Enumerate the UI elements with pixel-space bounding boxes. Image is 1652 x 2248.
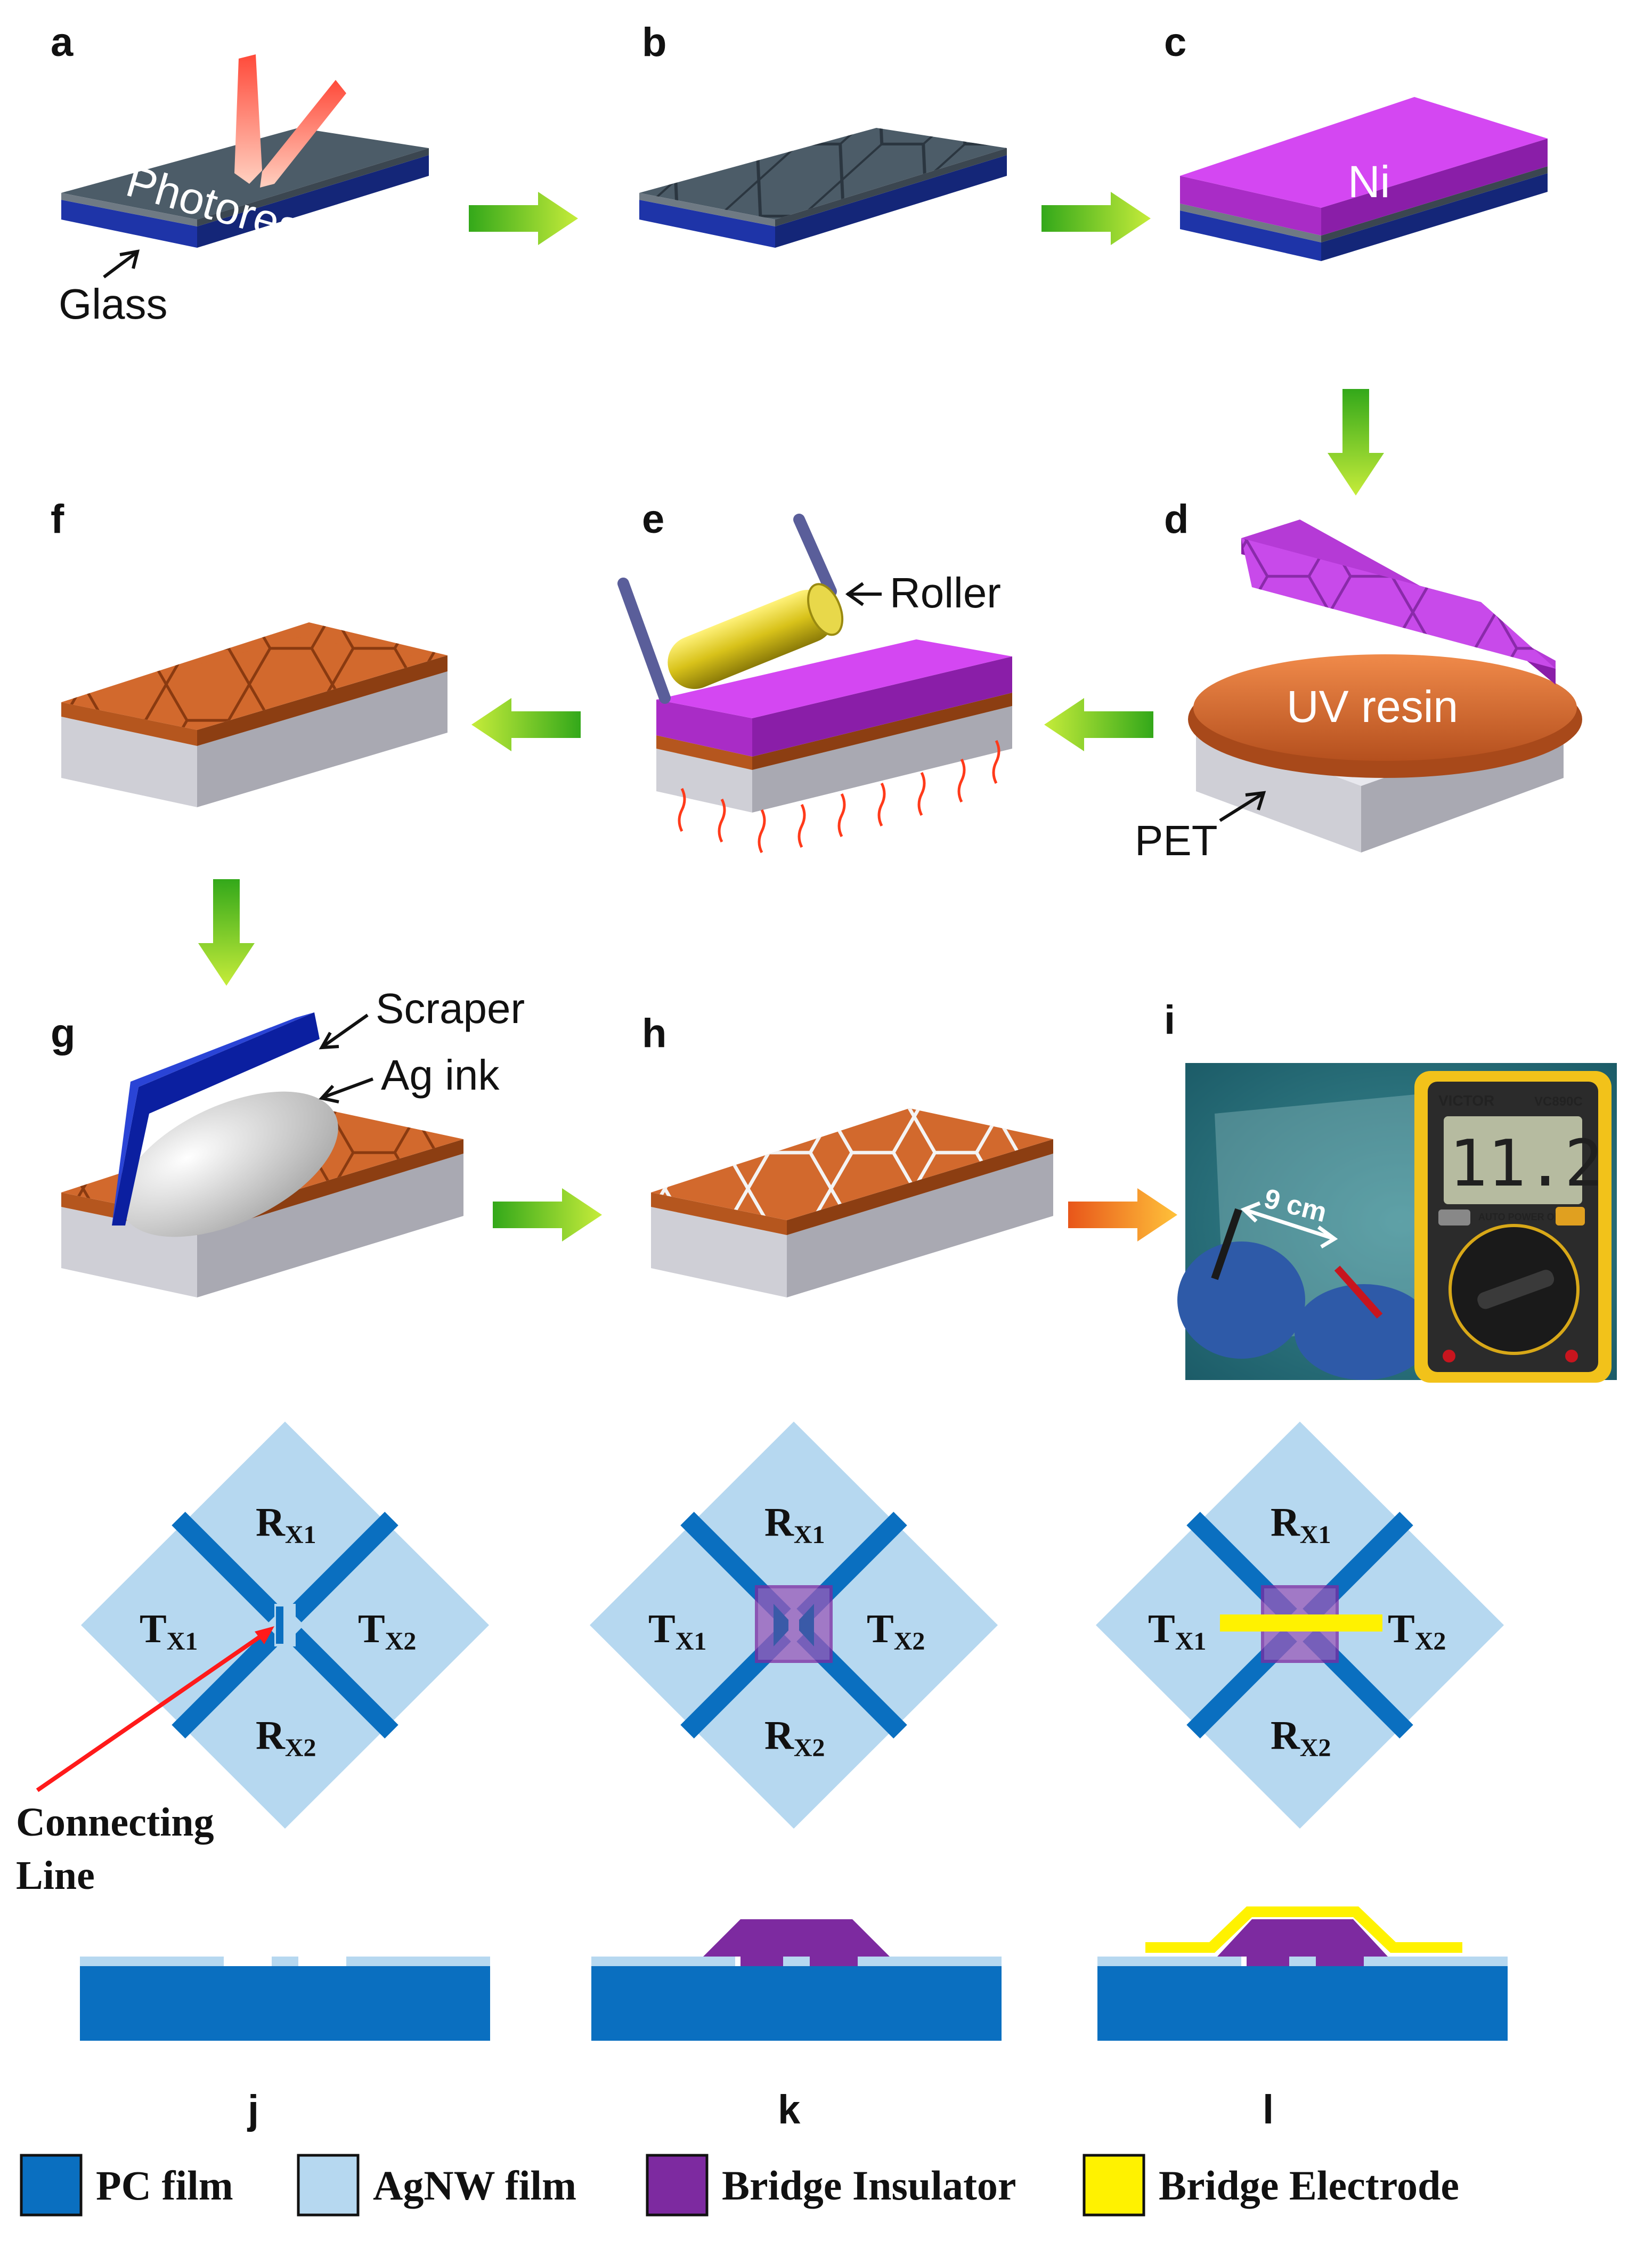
legend-label: Bridge Insulator (722, 2162, 1016, 2209)
svg-text:TX1: TX1 (140, 1606, 198, 1655)
panel-h-silver-filled-mesh (651, 1108, 1053, 1297)
electrode-labels-k: RX1 TX1 TX2 RX2 (648, 1500, 925, 1762)
svg-text:TX1: TX1 (648, 1606, 706, 1655)
legend-label: PC film (96, 2162, 233, 2209)
multimeter-power-label: AUTO POWER OFF (1478, 1212, 1566, 1222)
panel-label-f: f (51, 497, 64, 542)
svg-text:RX2: RX2 (1271, 1713, 1331, 1762)
connecting-line-label-1: Connecting (16, 1800, 214, 1845)
panel-label-j: j (247, 2087, 259, 2132)
panel-label-a: a (51, 20, 74, 65)
panel-a-photoresist-exposure: Photoresist Glass (59, 54, 429, 328)
panel-g-ag-ink-scraping: Scraper Ag ink (61, 985, 525, 1297)
cross-section-l (1097, 1906, 1508, 2041)
pet-label: PET (1135, 817, 1218, 864)
panel-label-h: h (642, 1011, 666, 1056)
process-arrow-icon (493, 1188, 602, 1241)
panel-label-d: d (1164, 497, 1189, 542)
legend-label: Bridge Electrode (1159, 2162, 1459, 2209)
light-ray-icon (260, 80, 346, 188)
cross-section-k (591, 1919, 1002, 2041)
panel-l-electrode-layout (1096, 1422, 1504, 1829)
multimeter-model: VC890C (1534, 1094, 1583, 1109)
legend-swatch (20, 2154, 83, 2217)
light-ray-icon (234, 54, 262, 184)
svg-text:TX2: TX2 (1388, 1606, 1446, 1655)
uv-resin-label: UV resin (1287, 681, 1458, 732)
ag-ink-label: Ag ink (381, 1051, 500, 1099)
multimeter-brand: VICTOR (1438, 1092, 1494, 1109)
svg-text:TX1: TX1 (1148, 1606, 1206, 1655)
bridge-insulator (755, 1585, 833, 1663)
panel-e-roller-press-uv-cure: Roller (617, 514, 1012, 854)
electrode-labels-l: RX1 TX1 TX2 RX2 (1148, 1500, 1446, 1762)
svg-text:RX1: RX1 (764, 1500, 825, 1549)
svg-text:RX2: RX2 (256, 1713, 316, 1762)
roller-label: Roller (890, 569, 1001, 616)
legend-swatch (646, 2154, 709, 2217)
panel-j-electrode-layout (36, 1422, 489, 1829)
panel-label-c: c (1164, 20, 1186, 65)
panel-label-b: b (642, 20, 666, 65)
panel-d-uv-resin-imprint: UV resin PET (1135, 520, 1582, 864)
panel-label-e: e (642, 497, 664, 542)
process-arrow-icon (1041, 192, 1151, 245)
process-arrow-icon (469, 192, 578, 245)
svg-text:RX1: RX1 (256, 1500, 316, 1549)
panel-f-hexagonal-trench-film (61, 622, 447, 807)
panel-c-nickel-deposition: Ni (1180, 97, 1548, 261)
multimeter-reading: 11.2 (1449, 1127, 1603, 1201)
nickel-label: Ni (1348, 157, 1390, 207)
legend-label: AgNW film (373, 2162, 576, 2209)
svg-text:TX2: TX2 (867, 1606, 925, 1655)
scraper-label: Scraper (376, 985, 525, 1032)
svg-text:RX1: RX1 (1271, 1500, 1331, 1549)
panel-label-l: l (1263, 2087, 1274, 2132)
cross-section-j (80, 1957, 490, 2041)
svg-text:TX2: TX2 (358, 1606, 416, 1655)
process-arrow-icon (471, 698, 581, 751)
panel-label-i: i (1164, 997, 1175, 1043)
glass-label: Glass (59, 280, 168, 328)
panel-k-electrode-layout (590, 1422, 998, 1829)
electrode-labels-j: RX1 TX1 TX2 RX2 (140, 1500, 416, 1762)
legend: PC film AgNW film Bridge Insulator Bridge E… (20, 2154, 1459, 2217)
uv-light-icon (678, 740, 1000, 854)
process-arrow-icon (1044, 698, 1153, 751)
svg-text:RX2: RX2 (764, 1713, 825, 1762)
bridge-electrode (1220, 1614, 1382, 1632)
legend-swatch (297, 2154, 360, 2217)
panel-i-multimeter-photo: 9 cm VICTOR VC890C 11.2 AUTO POWER OFF (1177, 1063, 1617, 1383)
panel-label-g: g (51, 1011, 75, 1056)
legend-swatch (1083, 2154, 1145, 2217)
process-arrow-icon (198, 879, 255, 986)
process-arrow-icon (1328, 389, 1384, 496)
panel-b-patterned-photoresist (639, 128, 1007, 248)
panel-label-k: k (778, 2087, 801, 2132)
process-arrow-icon (1068, 1188, 1177, 1241)
connecting-line-label-2: Line (16, 1853, 95, 1898)
